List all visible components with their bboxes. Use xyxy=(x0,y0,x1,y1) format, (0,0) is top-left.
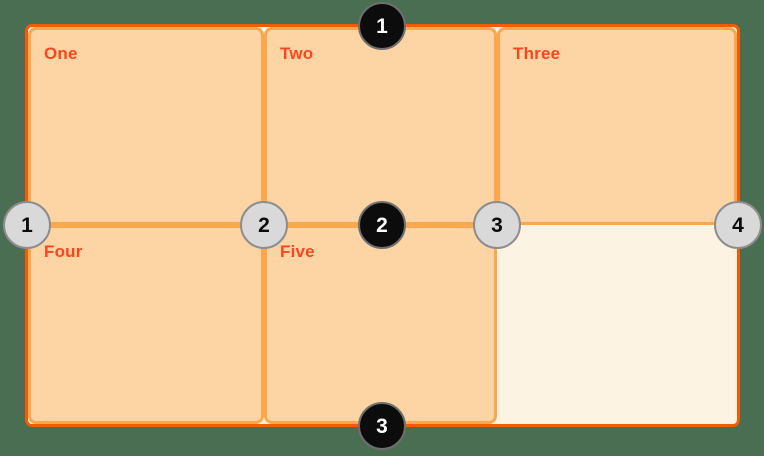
row-line-badge-1: 1 xyxy=(358,2,406,50)
grid-cell-two: Two xyxy=(264,27,497,225)
row-line-badge-3: 3 xyxy=(358,402,406,450)
cell-label-five: Five xyxy=(280,242,315,261)
cell-label-two: Two xyxy=(280,44,314,63)
grid-cell-five: Five xyxy=(264,225,497,424)
cell-label-four: Four xyxy=(44,242,83,261)
grid-cell-three: Three xyxy=(497,27,737,225)
column-line-badge-1: 1 xyxy=(3,201,51,249)
grid-cell-one: One xyxy=(28,27,264,225)
row-line-badge-2: 2 xyxy=(358,201,406,249)
grid-container: One Two Three Four Five xyxy=(25,24,740,427)
column-line-badge-4: 4 xyxy=(714,201,762,249)
cell-label-one: One xyxy=(44,44,78,63)
cell-label-three: Three xyxy=(513,44,561,63)
grid-cell-four: Four xyxy=(28,225,264,424)
column-line-badge-2: 2 xyxy=(240,201,288,249)
column-line-badge-3: 3 xyxy=(473,201,521,249)
